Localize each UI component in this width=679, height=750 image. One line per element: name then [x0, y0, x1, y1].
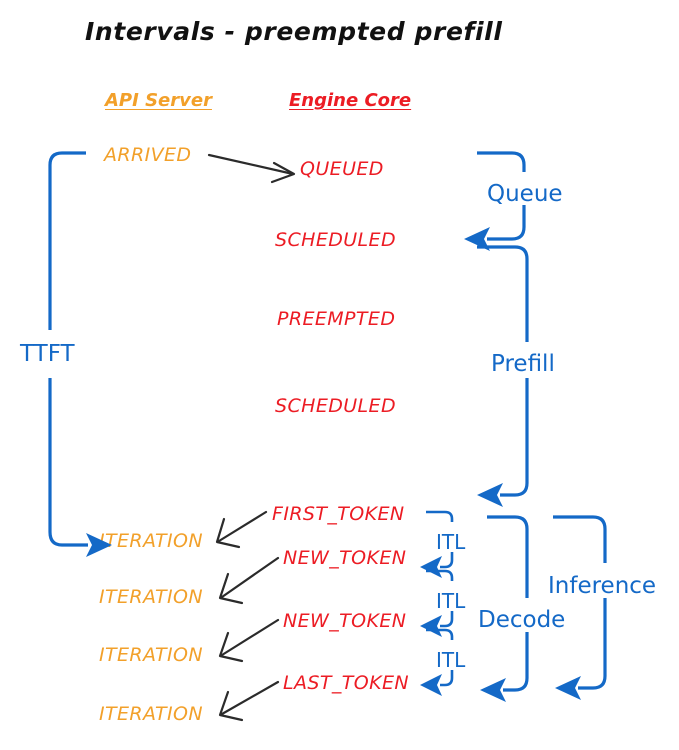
arrow-new-token-2-to-iteration — [218, 618, 280, 663]
event-iteration-1: ITERATION — [99, 530, 204, 552]
arrow-last-token-to-iteration — [218, 680, 280, 722]
interval-label-itl-2: ITL — [436, 589, 466, 613]
arrow-new-token-1-to-iteration — [218, 556, 280, 605]
event-queued: QUEUED — [300, 158, 384, 180]
event-scheduled-1: SCHEDULED — [275, 229, 396, 251]
interval-label-itl-3: ITL — [436, 648, 466, 672]
column-header-api-server: API Server — [105, 90, 212, 111]
event-iteration-2: ITERATION — [99, 586, 204, 608]
page-title: Intervals - preempted prefill — [85, 17, 503, 46]
event-iteration-4: ITERATION — [99, 703, 204, 725]
interval-label-inference: Inference — [548, 573, 657, 599]
interval-label-decode: Decode — [478, 607, 566, 633]
event-preempted: PREEMPTED — [277, 308, 396, 330]
event-new-token-2: NEW_TOKEN — [283, 610, 407, 632]
arrow-first-token-to-iteration — [215, 510, 268, 549]
event-scheduled-2: SCHEDULED — [275, 395, 396, 417]
interval-label-queue: Queue — [487, 181, 563, 207]
event-first-token: FIRST_TOKEN — [272, 503, 405, 525]
arrow-arrived-to-queued — [207, 153, 296, 184]
interval-label-prefill: Prefill — [491, 351, 555, 377]
event-last-token: LAST_TOKEN — [283, 672, 409, 694]
event-iteration-3: ITERATION — [99, 644, 204, 666]
event-new-token-1: NEW_TOKEN — [283, 547, 407, 569]
interval-label-ttft: TTFT — [20, 341, 75, 367]
event-arrived: ARRIVED — [104, 144, 192, 166]
interval-label-itl-1: ITL — [436, 530, 466, 554]
column-header-engine-core: Engine Core — [289, 90, 412, 111]
interval-bracket-prefill — [477, 245, 529, 507]
